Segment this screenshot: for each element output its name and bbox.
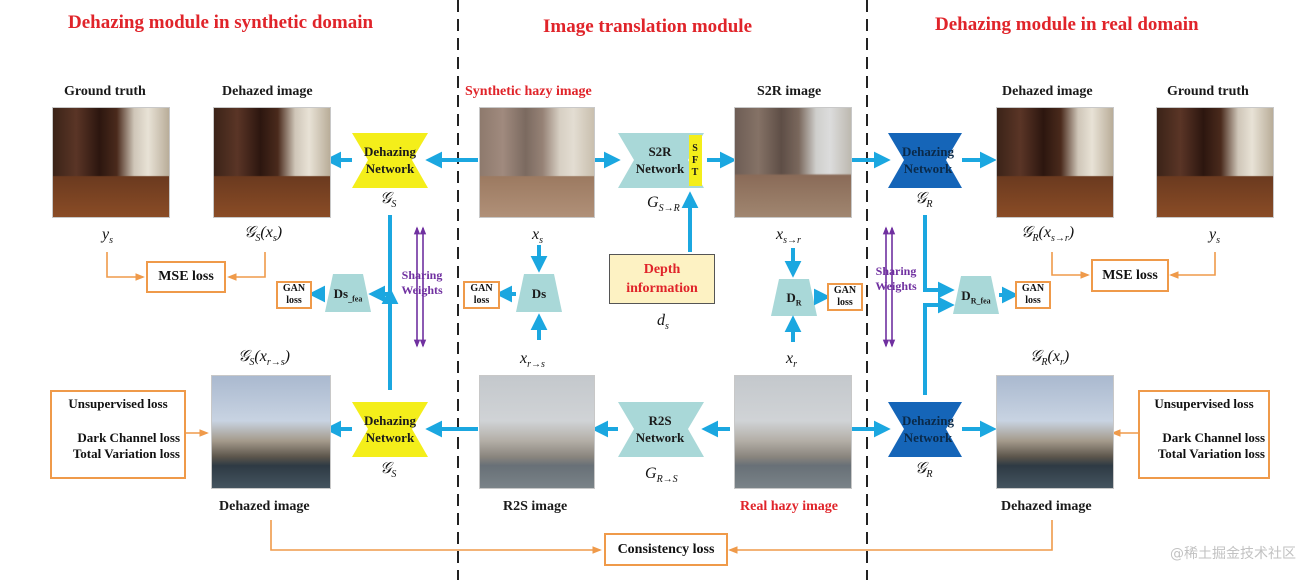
caption-r2s-image: R2S image (503, 499, 568, 514)
image-dehazed-s2r (996, 107, 1114, 218)
image-real-hazy (734, 375, 852, 489)
gan-loss-dr: GAN loss (827, 283, 863, 311)
unsup-right-dark: Dark Channel loss (1162, 430, 1265, 445)
image-dehazed-real-left (211, 375, 331, 489)
s2r-network-label: S2R Network (635, 144, 685, 176)
symbol-gs-bottom: 𝒢S (380, 460, 397, 481)
symbol-gs2r: GS→R (647, 194, 680, 215)
dehazing-network-gr-top-shape (888, 133, 962, 188)
image-s2r (734, 107, 852, 218)
image-r2s (479, 375, 595, 489)
dehazing-network-gs-top-label: Dehazing Network (364, 144, 416, 176)
symbol-gr-top: 𝒢R (915, 190, 933, 211)
caption-ground-truth-left: Ground truth (64, 84, 146, 99)
ds-fea-label: Ds_fea (333, 286, 363, 304)
mse-loss-right: MSE loss (1091, 259, 1169, 292)
dr-fea-shape (953, 276, 999, 314)
unsup-left-tv: Total Variation loss (72, 446, 180, 461)
symbol-ds: ds (657, 312, 669, 333)
unsup-left-title: Unsupervised loss (68, 396, 168, 411)
ds-fea-shape (325, 274, 371, 312)
image-synthetic-hazy (479, 107, 595, 218)
symbol-gs-xs: 𝒢S(xs) (244, 224, 283, 245)
ds-shape (516, 274, 562, 312)
consistency-right (728, 520, 1053, 554)
symbol-ys-right: ys (1209, 226, 1221, 247)
symbol-gs-xr2s: 𝒢S(xr→s) (238, 348, 290, 369)
mse-left-from-gs (227, 252, 266, 281)
caption-dehazed-bottom-right: Dehazed image (1001, 499, 1092, 514)
watermark: @稀土掘金技术社区 (1170, 546, 1296, 562)
caption-ground-truth-right: Ground truth (1167, 84, 1249, 99)
dehazing-network-gs-bottom-label: Dehazing Network (364, 413, 416, 445)
s2r-network-shape (618, 133, 704, 188)
symbol-gr-xr: 𝒢R(xr) (1030, 348, 1070, 369)
unsup-right-tv: Total Variation loss (1157, 446, 1265, 461)
dehazing-network-gs-top-shape (352, 133, 428, 188)
dr-shape (771, 279, 817, 316)
dr-fea-label: DR_fea (961, 288, 991, 306)
image-ground-truth-left (52, 107, 170, 218)
caption-dehazed-top-right: Dehazed image (1002, 84, 1093, 99)
symbol-gr-xs2r: 𝒢R(xs→r) (1021, 224, 1075, 245)
sft-block (689, 135, 702, 186)
sharing-weights-right: Sharing Weights (875, 264, 917, 293)
r2s-network-label: R2S Network (635, 413, 685, 445)
arrow-gs-features-top (368, 215, 392, 303)
symbol-xs: xs (532, 226, 544, 247)
center-section-title: Image translation module (543, 16, 752, 37)
image-dehazed-synthetic (213, 107, 331, 218)
mse-right-from-gr (1051, 252, 1090, 279)
image-dehazed-real-right (996, 375, 1114, 489)
sharing-weights-left: Sharing Weights (401, 268, 443, 297)
caption-synthetic-hazy: Synthetic hazy image (465, 84, 592, 99)
symbol-ys-left: ys (102, 226, 114, 247)
dehazing-network-gr-bottom-shape (888, 402, 962, 457)
mse-left-from-ys (106, 252, 145, 281)
dehazing-network-gs-bottom-shape (352, 402, 428, 457)
symbol-xr2s: xr→s (520, 350, 545, 371)
unsupervised-loss-left: Unsupervised loss Dark Channel loss Tota… (50, 390, 186, 479)
unsupervised-loss-right: Unsupervised loss Dark Channel loss Tota… (1138, 390, 1270, 479)
gan-loss-ds-fea: GAN loss (276, 281, 312, 309)
mse-loss-left: MSE loss (146, 261, 226, 293)
gan-loss-dr-fea: GAN loss (1015, 281, 1051, 309)
symbol-gr2s: GR→S (645, 465, 678, 486)
unsup-left-dark: Dark Channel loss (77, 430, 180, 445)
image-ground-truth-right (1156, 107, 1274, 218)
mse-right-from-ys (1169, 252, 1216, 279)
left-section-title: Dehazing module in synthetic domain (68, 12, 374, 33)
depth-information-box: Depth information (609, 254, 715, 304)
ds-label: Ds (531, 286, 547, 301)
caption-real-hazy: Real hazy image (740, 499, 838, 514)
caption-dehazed-top-left: Dehazed image (222, 84, 313, 99)
dehazing-network-gr-top-label: Dehazing Network (902, 144, 954, 176)
symbol-gs-top: 𝒢S (380, 190, 397, 211)
consistency-loss: Consistency loss (604, 533, 728, 566)
symbol-xr: xr (786, 350, 798, 371)
sft-label: S F T (691, 143, 699, 178)
symbol-xs2r: xs→r (776, 226, 801, 247)
dehazing-network-gr-bottom-label: Dehazing Network (902, 413, 954, 445)
unsup-right-title: Unsupervised loss (1154, 396, 1254, 411)
caption-s2r-image: S2R image (757, 84, 822, 99)
gan-loss-ds: GAN loss (463, 281, 500, 309)
arrow-gr-features-top (923, 215, 955, 299)
right-section-title: Dehazing module in real domain (935, 14, 1199, 35)
r2s-network-shape (618, 402, 704, 457)
caption-dehazed-bottom-left: Dehazed image (219, 499, 310, 514)
arrow-gr-features-bottom (923, 296, 955, 395)
dr-label: DR (786, 290, 802, 308)
symbol-gr-bottom: 𝒢R (915, 460, 933, 481)
consistency-left (270, 520, 602, 554)
